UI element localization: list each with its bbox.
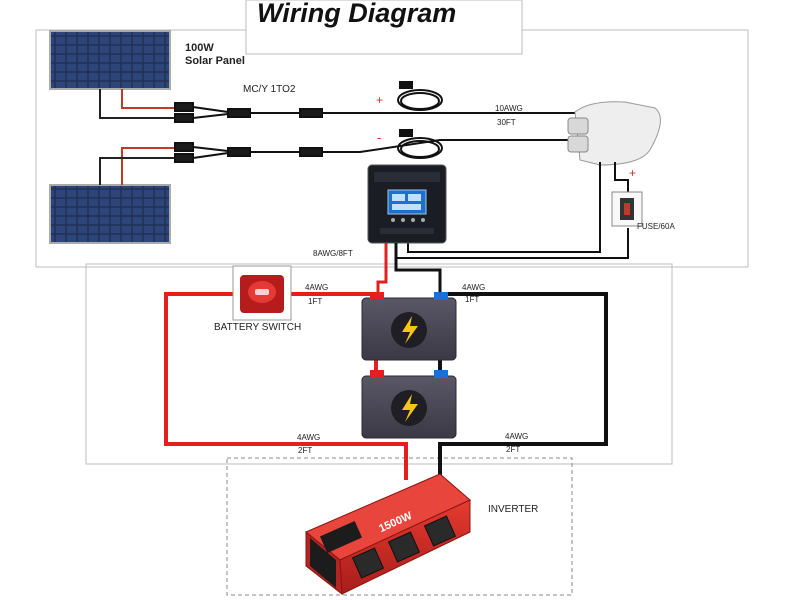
top-cable-gauge: 10AWG [495, 104, 523, 113]
inverter-section-frame [226, 457, 573, 596]
fuse-plus-sign: + [629, 166, 636, 180]
black-bottom-gauge: 4AWG [505, 432, 528, 441]
red-bottom-gauge: 4AWG [297, 433, 320, 442]
solar-panel-top [49, 30, 171, 90]
red-top-gauge: 4AWG [305, 283, 328, 292]
black-top-gauge: 4AWG [462, 283, 485, 292]
cable-entry-gland [567, 101, 661, 166]
battery-section-frame [85, 263, 673, 465]
inverter-label: INVERTER [488, 504, 538, 515]
charge-controller [367, 164, 447, 244]
battery-top [361, 292, 457, 361]
fuse-label: FUSE/60A [637, 222, 675, 231]
controller-cable-label: 8AWG/8FT [313, 249, 353, 258]
controller-battery-wires [376, 243, 442, 298]
mc4-y-connector-positive [174, 102, 323, 123]
black-top-length: 1FT [465, 295, 479, 304]
fuse-60a [611, 191, 643, 227]
cables-to-gland [322, 112, 580, 153]
connector-label: MC/Y 1TO2 [243, 84, 296, 95]
title-box [245, 0, 523, 55]
mc4-y-connector-negative [174, 142, 323, 163]
diagram-title: Wiring Diagram [257, 0, 456, 28]
red-top-length: 1FT [308, 297, 322, 306]
panel-name-label: Solar Panel [185, 55, 245, 67]
inverter-device: 1500W [305, 473, 471, 596]
coiled-cable-positive [397, 81, 443, 111]
battery-bottom [361, 370, 457, 439]
top-cable-length: 30FT [497, 118, 516, 127]
panel-power-label: 100W [185, 42, 214, 54]
black-bottom-length: 2FT [506, 445, 520, 454]
battery-switch [232, 265, 292, 321]
solar-panel-bottom [49, 184, 171, 244]
minus-sign: - [377, 130, 381, 145]
battery-switch-label: BATTERY SWITCH [214, 322, 301, 333]
red-bottom-length: 2FT [298, 446, 312, 455]
coiled-cable-negative [397, 129, 443, 159]
panel-leads [99, 89, 175, 185]
plus-sign-top: + [376, 93, 383, 107]
